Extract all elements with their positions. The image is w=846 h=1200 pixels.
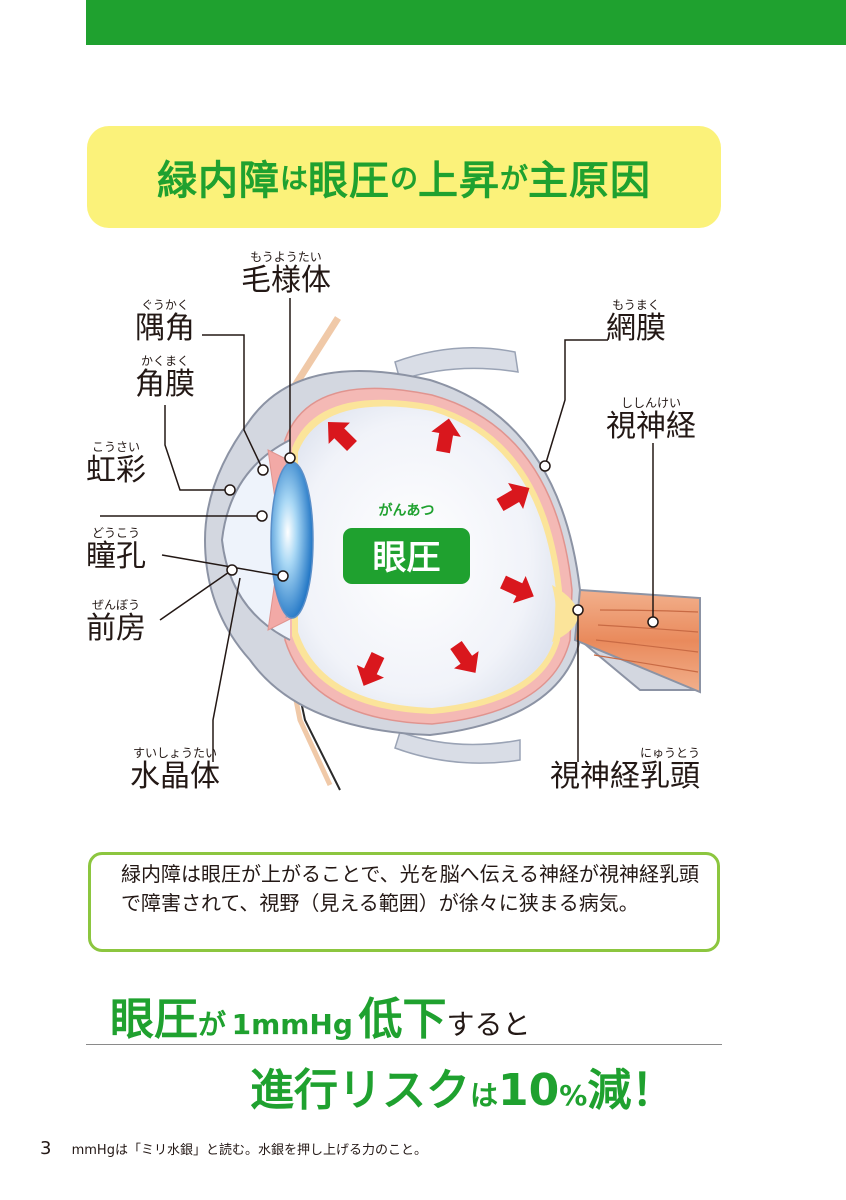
- title-part-7: 主原因: [528, 158, 652, 204]
- title-box: 緑内障 は 眼圧 の 上昇 が 主原因: [87, 126, 721, 228]
- divider: [86, 1044, 722, 1045]
- description-box: 緑内障は眼圧が上がることで、光を脳へ伝える神経が視神経乳頭で障害されて、視野（見…: [88, 852, 720, 952]
- title-part-1: 緑内障: [156, 158, 280, 204]
- footer: 3 mmHgは「ミリ水銀」と読む。水銀を押し上げる力のこと。: [40, 1138, 427, 1159]
- title-part-6: が: [500, 162, 529, 195]
- label-retina: もうまく 網膜: [606, 298, 666, 346]
- eye-illustration: [100, 298, 701, 791]
- optic-nerve-shape: [573, 588, 701, 694]
- label-pupil: どうこう 瞳孔: [86, 526, 146, 574]
- title-part-5: 上昇: [418, 158, 500, 204]
- cornea-shape: [220, 439, 291, 641]
- pressure-arrows: [327, 418, 534, 686]
- label-anterior-chamber: ぜんぼう 前房: [86, 598, 146, 646]
- upper-muscle: [394, 347, 519, 381]
- label-optic-disc: にゅうとう 視神経乳頭: [550, 746, 701, 794]
- lower-muscle: [394, 731, 521, 764]
- label-ciliary-body: もうようたい 毛様体: [241, 250, 331, 298]
- label-iop: がんあつ: [378, 503, 435, 519]
- top-band: [86, 0, 846, 45]
- eye-diagram: もうようたい 毛様体 ぐうかく 隅角 かくまく 角膜 こうさい 虹彩 どうこう …: [0, 240, 846, 840]
- title-part-4: の: [389, 162, 418, 195]
- label-angle: ぐうかく 隅角: [135, 298, 195, 346]
- optic-disc-shape: [552, 585, 578, 642]
- headline-1: 眼圧が 1mmHg 低下すると: [110, 994, 531, 1045]
- label-lens: すいしょうたい 水晶体: [130, 746, 220, 794]
- lens-shape: [270, 461, 314, 619]
- iop-badge-text: 眼圧: [372, 538, 441, 578]
- footer-note: mmHgは「ミリ水銀」と読む。水銀を押し上げる力のこと。: [71, 1143, 427, 1158]
- page-number: 3: [40, 1138, 52, 1159]
- label-iris: こうさい 虹彩: [86, 440, 146, 488]
- label-cornea: かくまく 角膜: [135, 354, 195, 402]
- iop-badge: [343, 528, 470, 584]
- description-text: 緑内障は眼圧が上がることで、光を脳へ伝える神経が視神経乳頭で障害されて、視野（見…: [121, 862, 699, 915]
- label-optic-nerve: ししんけい 視神経: [606, 396, 696, 444]
- title-part-3: 眼圧: [307, 158, 390, 204]
- headline-2: 進行リスクは10%減！: [250, 1065, 676, 1116]
- title-part-2: は: [279, 162, 308, 195]
